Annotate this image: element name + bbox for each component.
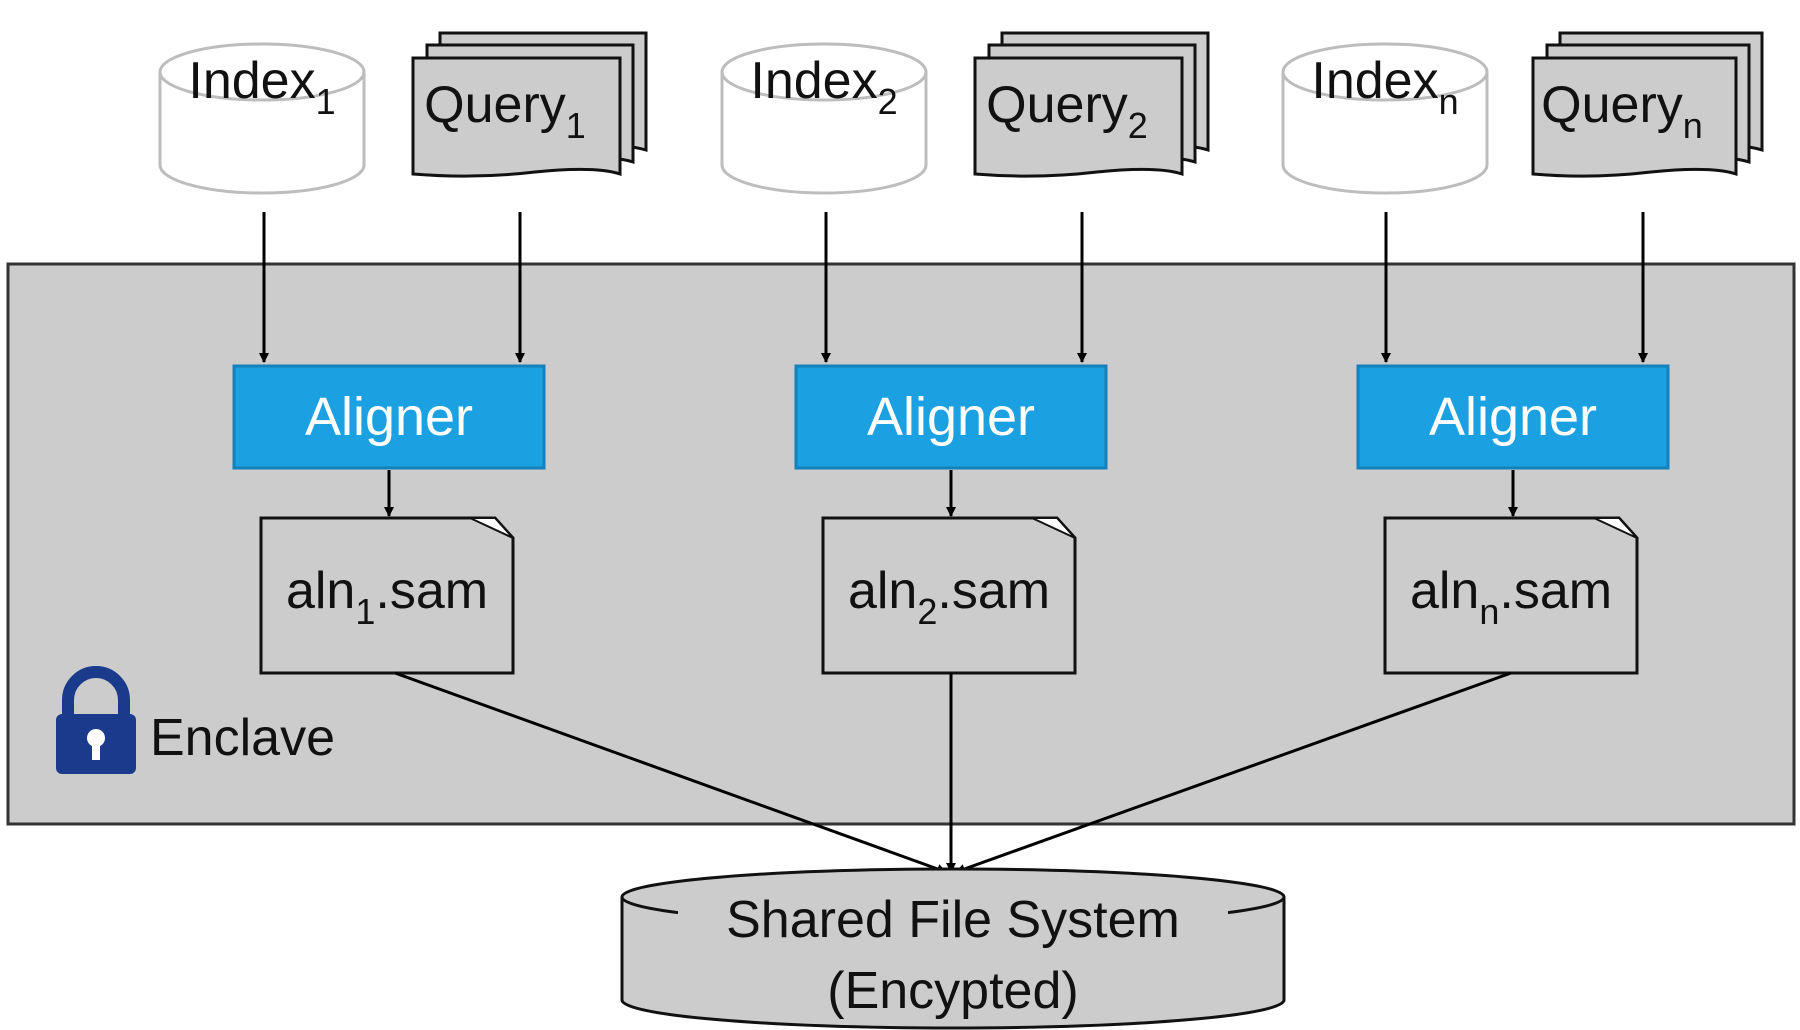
index-cylinder: Indexn [1281, 42, 1489, 195]
query-documents: Query1 [411, 31, 648, 178]
pipeline-2: Index2 Query2 Aligner aln2.sam [720, 31, 1210, 675]
output-prefix: aln [848, 562, 917, 620]
query-label: Query [1541, 76, 1683, 134]
index-subscript: 2 [878, 81, 898, 122]
query-subscript: 2 [1128, 105, 1148, 146]
aligner-box [794, 364, 1108, 470]
index-subscript: n [1439, 81, 1459, 122]
output-prefix: aln [1410, 562, 1479, 620]
query-subscript: 1 [566, 105, 586, 146]
query-subscript: n [1683, 105, 1703, 146]
storage-title: Shared File System [726, 891, 1180, 949]
output-prefix: aln [286, 562, 355, 620]
storage-subtitle: (Encypted) [827, 962, 1078, 1020]
pipeline-1: Index1 Query1 Aligner aln1.sam [158, 31, 648, 675]
output-suffix: .sam [937, 562, 1050, 620]
aligner-box [232, 364, 546, 470]
output-subscript: 1 [355, 591, 375, 632]
lock-icon [56, 666, 136, 774]
query-documents: Query2 [973, 31, 1210, 178]
query-label: Query [986, 76, 1128, 134]
output-file: aln1.sam [259, 516, 515, 675]
aligner-label: Aligner [305, 387, 473, 447]
query-label: Query [424, 76, 566, 134]
aligner-label: Aligner [1429, 387, 1597, 447]
svg-text:Query2: Query2 [986, 76, 1148, 146]
output-suffix: .sam [1499, 562, 1612, 620]
aligner-label: Aligner [867, 387, 1035, 447]
index-cylinder: Index1 [158, 42, 366, 195]
svg-text:Queryn: Queryn [1541, 76, 1703, 146]
index-cylinder: Index2 [720, 42, 928, 195]
output-connectors [394, 671, 1512, 874]
index-label: Index [1311, 52, 1438, 110]
query-documents: Queryn [1531, 31, 1764, 178]
index-subscript: 1 [316, 81, 336, 122]
output-file: aln2.sam [821, 516, 1077, 675]
aligner-box [1356, 364, 1670, 470]
shared-file-system: Shared File System (Encypted) [620, 867, 1286, 1030]
index-label: Index [188, 52, 315, 110]
index-label: Index [750, 52, 877, 110]
enclave-label: Enclave [150, 709, 335, 767]
svg-text:aln2.sam: aln2.sam [848, 562, 1050, 632]
svg-text:Query1: Query1 [424, 76, 586, 146]
output-subscript: n [1479, 591, 1499, 632]
svg-text:Index2: Index2 [750, 52, 897, 122]
output-subscript: 2 [917, 591, 937, 632]
pipeline-n: Indexn Queryn Aligner alnn.sam [1281, 31, 1764, 675]
svg-text:alnn.sam: alnn.sam [1410, 562, 1612, 632]
svg-text:Index1: Index1 [188, 52, 335, 122]
output-suffix: .sam [375, 562, 488, 620]
svg-text:Indexn: Indexn [1311, 52, 1458, 122]
svg-text:aln1.sam: aln1.sam [286, 562, 488, 632]
output-file: alnn.sam [1383, 516, 1639, 675]
